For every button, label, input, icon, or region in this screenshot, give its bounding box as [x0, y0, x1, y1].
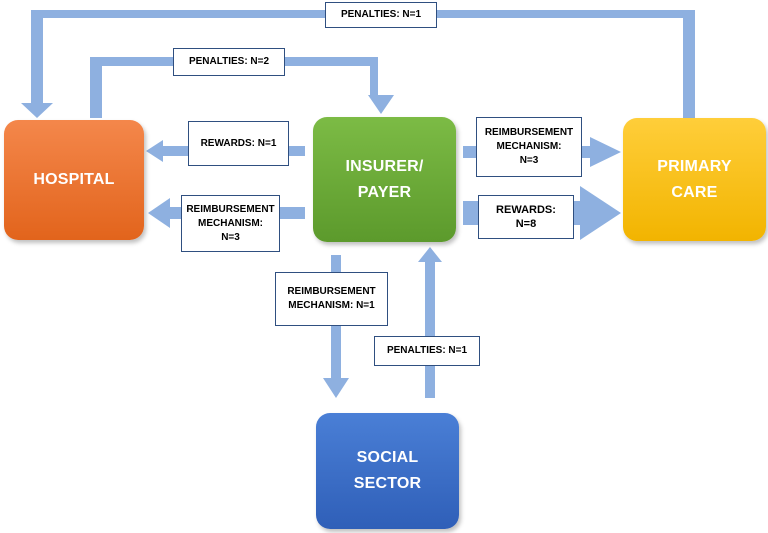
edge-label-primary-rewards: REWARDS: N=8	[478, 195, 574, 239]
edge-label-social-reimbursement: REIMBURSEMENT MECHANISM: N=1	[275, 272, 388, 326]
edge-label-top-penalties: PENALTIES: N=1	[325, 2, 437, 28]
hospital-label: HOSPITAL	[33, 171, 115, 188]
edge-label-hospital-rewards: REWARDS: N=1	[188, 121, 289, 166]
social-sector-label: SOCIAL SECTOR	[353, 449, 422, 492]
hospital-node: HOSPITAL	[4, 120, 144, 240]
social-sector-node: SOCIAL SECTOR	[316, 413, 459, 529]
arrow-social-to-insurer	[418, 247, 442, 398]
primary-care-node: PRIMARY CARE	[623, 118, 766, 241]
edge-label-social-penalties: PENALTIES: N=1	[374, 336, 480, 366]
edge-label-hospital-reimbursement: REIMBURSEMENT MECHANISM: N=3	[181, 195, 280, 252]
insurer-label: INSURER/ PAYER	[345, 157, 424, 201]
edge-label-primary-reimbursement: REIMBURSEMENT MECHANISM: N=3	[476, 117, 582, 177]
arrow-hospital-to-insurer	[90, 57, 394, 118]
insurer-node: INSURER/ PAYER	[313, 117, 456, 242]
primary-care-label: PRIMARY CARE	[657, 157, 732, 201]
edge-label-hospital-penalties: PENALTIES: N=2	[173, 48, 285, 76]
arrow-insurer-to-social	[323, 255, 349, 398]
